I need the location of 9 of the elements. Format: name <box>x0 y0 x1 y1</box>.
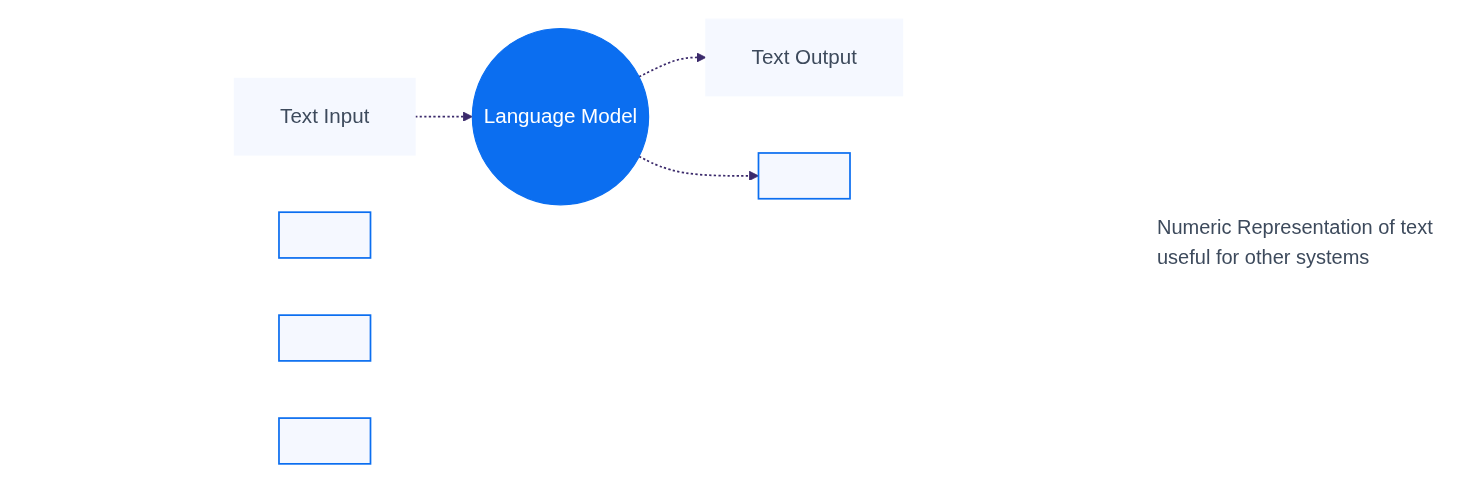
node-box <box>757 152 851 200</box>
node-box: Text Output <box>705 18 904 97</box>
node-box: Text Input <box>233 77 416 156</box>
caption-text: Numeric Representation of text useful for other systems <box>1157 214 1434 270</box>
node-box <box>278 417 372 465</box>
node-circle: Language Model <box>471 27 650 206</box>
node-box <box>278 211 372 259</box>
arrow <box>638 155 759 181</box>
node-box <box>278 314 372 362</box>
